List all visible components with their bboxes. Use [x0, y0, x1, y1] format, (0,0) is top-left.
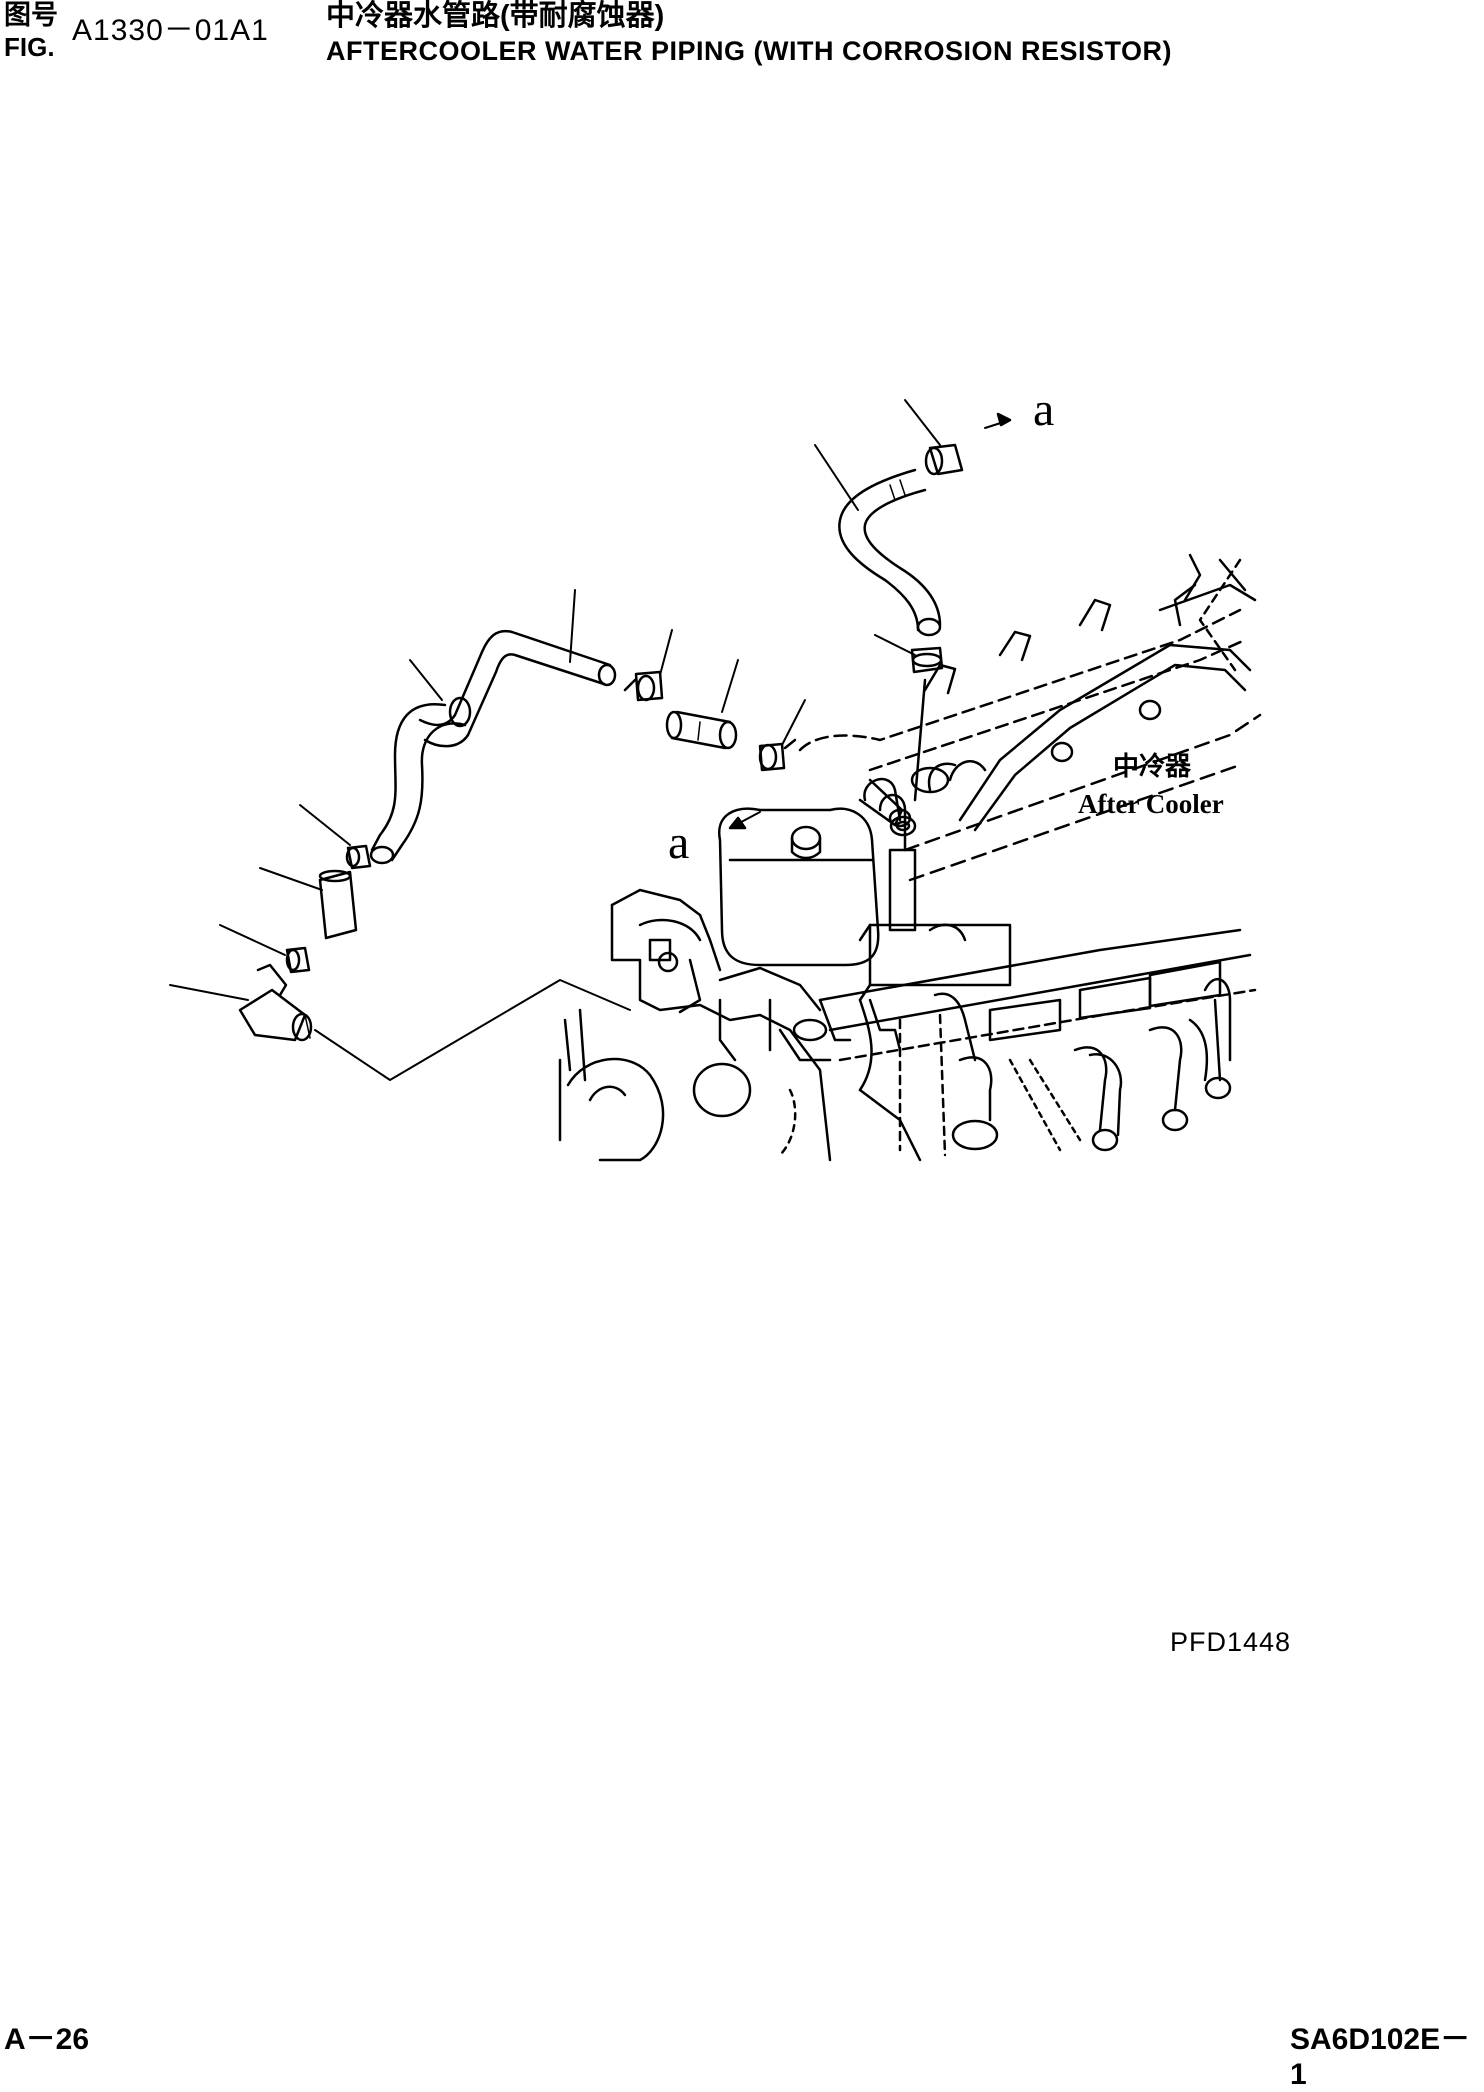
leader-lines: [169, 399, 941, 1001]
arrow-a-top: [984, 412, 1012, 429]
hose-clamp-upper-mid: [910, 646, 944, 674]
elbow-fitting: [238, 963, 313, 1042]
connector-pipe: [858, 778, 912, 828]
fig-label-en: FIG.: [4, 32, 55, 62]
short-hose: [665, 710, 738, 750]
model-code: SA6D102E－1: [1290, 2023, 1471, 2091]
upper-hose: [838, 468, 942, 637]
hose-clamp-mid-left: [623, 670, 664, 702]
clamp-left-1: [345, 844, 372, 870]
fig-number: A1330－01A1: [72, 14, 269, 47]
component-label-en: After Cooler: [1078, 789, 1224, 819]
hose-clamp-mid-right: [758, 738, 797, 772]
elbow-to-block-line: [314, 979, 631, 1081]
page-number: A－26: [4, 2023, 90, 2056]
engine-block: [558, 553, 1262, 1162]
arrow-a-mid: [728, 811, 761, 830]
lower-hose: [369, 702, 467, 865]
clamp-left-2: [285, 946, 311, 974]
title-cn: 中冷器水管路(带耐腐蚀器): [326, 0, 665, 32]
fig-label-cn: 图号: [4, 0, 58, 30]
long-bent-pipe: [418, 629, 617, 748]
title-en: AFTERCOOLER WATER PIPING (WITH CORROSION…: [326, 36, 1173, 66]
callout-a-top: a: [1033, 383, 1054, 436]
hose-clamp-top: [924, 443, 964, 476]
drawing-code: PFD1448: [1170, 1627, 1292, 1657]
sleeve-left: [318, 869, 358, 940]
leader-clamp-to-housing: [913, 678, 927, 802]
callout-a-mid: a: [668, 816, 689, 869]
component-label-cn: 中冷器: [1113, 751, 1192, 781]
